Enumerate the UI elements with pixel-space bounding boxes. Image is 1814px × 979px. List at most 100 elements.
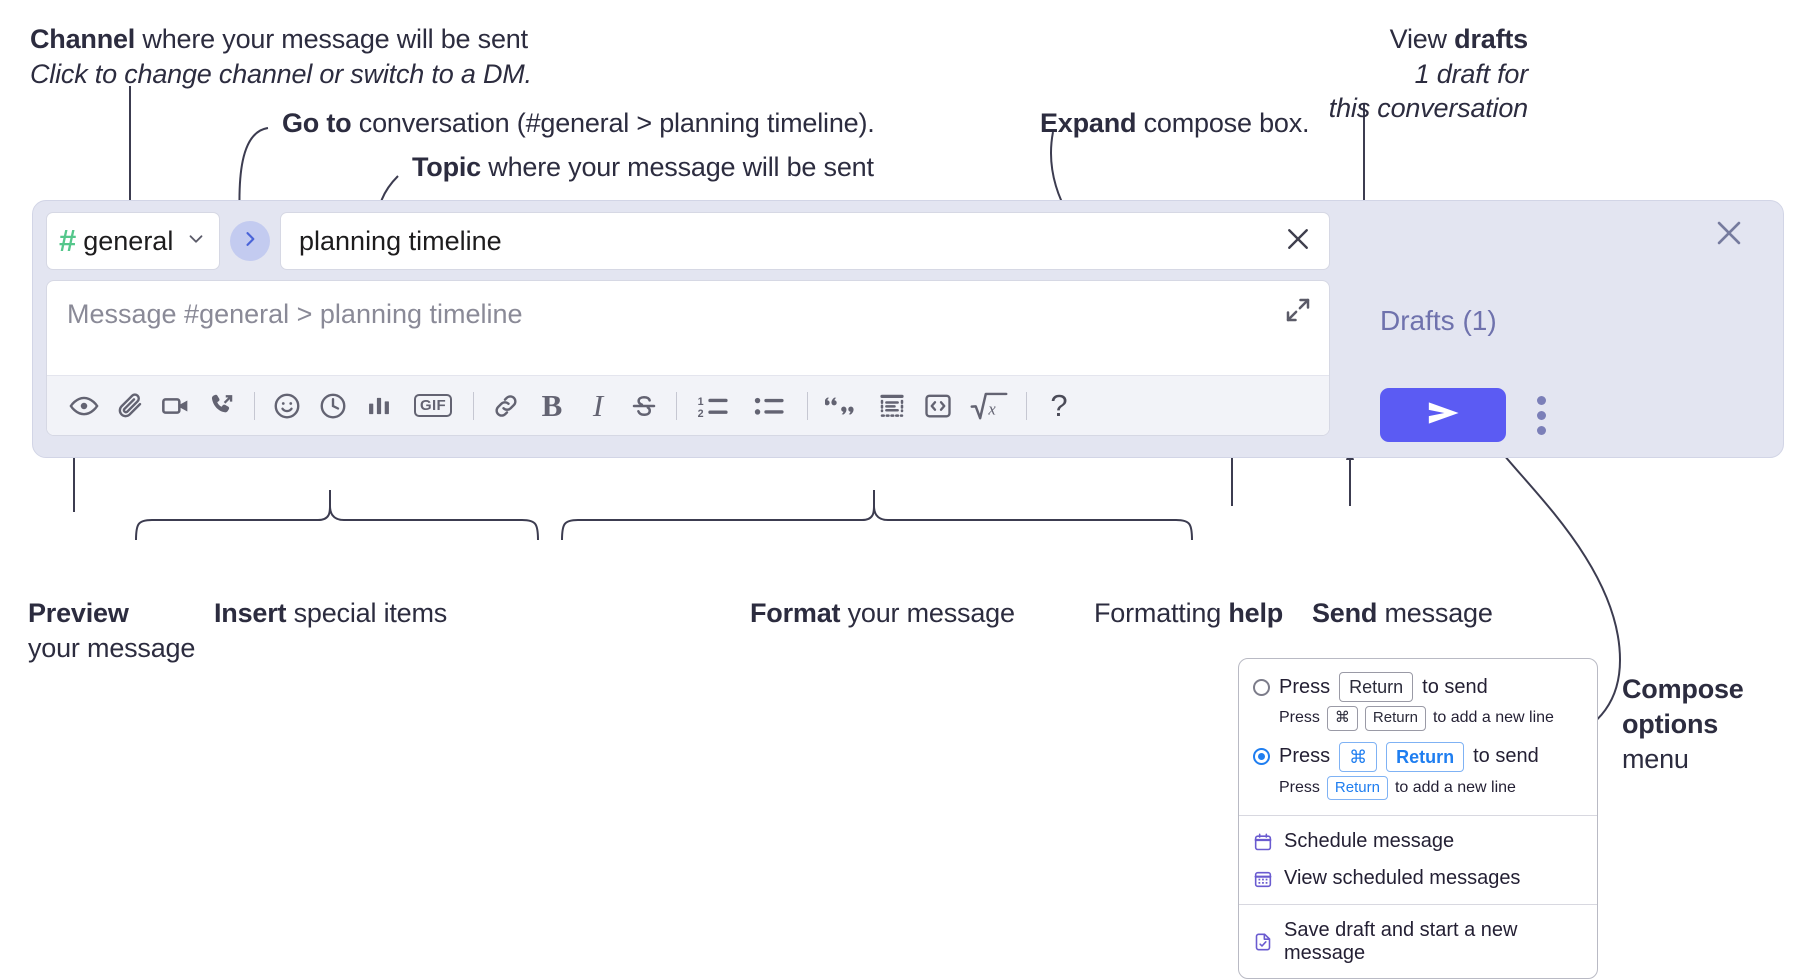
annotation-preview: Preview your message xyxy=(28,596,195,666)
italic-icon[interactable]: I xyxy=(575,383,621,429)
option2-sub-suffix: to add a new line xyxy=(1394,778,1516,796)
help-icon[interactable]: ? xyxy=(1036,383,1082,429)
drafts-link[interactable]: Drafts (1) xyxy=(1380,305,1497,336)
menu-item-save-draft[interactable]: Save draft and start a new message xyxy=(1239,912,1597,972)
option2-suffix: to send xyxy=(1473,745,1539,768)
option1-sub-suffix: to add a new line xyxy=(1432,709,1554,727)
svg-text:x: x xyxy=(987,399,996,418)
math-icon[interactable]: x xyxy=(961,383,1017,429)
expand-icon[interactable] xyxy=(1283,295,1313,330)
annotation-insert-bold: Insert xyxy=(214,598,287,628)
hash-icon: # xyxy=(59,222,77,258)
option1-sub-key2: Return xyxy=(1364,706,1426,731)
code-icon[interactable] xyxy=(915,383,961,429)
annotation-format: Format your message xyxy=(750,596,1015,631)
bold-icon[interactable]: B xyxy=(529,383,575,429)
menu-item-schedule-message[interactable]: Schedule message xyxy=(1239,823,1597,860)
svg-text:1: 1 xyxy=(698,395,704,407)
code-block-icon[interactable] xyxy=(869,383,915,429)
annotation-help-bold: help xyxy=(1228,598,1284,628)
annotation-goto-bold: Go to xyxy=(282,108,352,138)
annotation-expand: Expand compose box. xyxy=(1040,106,1310,141)
gif-icon[interactable]: GIF xyxy=(402,383,464,429)
menu-option-cmd-return-to-send[interactable]: Press ⌘ Return to send xyxy=(1239,739,1597,772)
toolbar-separator xyxy=(473,391,474,420)
annotation-drafts-italic1: 1 draft for xyxy=(1414,58,1529,89)
toolbar-separator xyxy=(676,391,677,420)
channel-topic-row: # general planning timeline xyxy=(46,212,1330,270)
option2-key2: Return xyxy=(1386,741,1465,772)
goto-conversation-button[interactable] xyxy=(230,221,270,261)
kebab-dot xyxy=(1536,425,1546,435)
menu-item-view-scheduled[interactable]: View scheduled messages xyxy=(1239,860,1597,897)
annotation-compose-rest: menu xyxy=(1622,744,1689,775)
annotation-compose-bold1: Compose xyxy=(1622,674,1744,704)
message-placeholder: Message #general > planning timeline xyxy=(67,299,523,329)
radio-unselected-icon[interactable] xyxy=(1253,678,1270,696)
annotation-send-bold: Send xyxy=(1312,598,1378,628)
save-draft-icon xyxy=(1253,932,1273,952)
annotation-expand-rest: compose box. xyxy=(1136,108,1310,138)
annotation-channel-rest: where your message will be sent xyxy=(135,24,528,54)
close-icon[interactable] xyxy=(1712,216,1746,255)
clock-icon[interactable] xyxy=(310,383,356,429)
emoji-icon[interactable] xyxy=(264,383,310,429)
kebab-dot xyxy=(1536,410,1546,420)
gif-label: GIF xyxy=(414,394,452,417)
menu-divider xyxy=(1239,815,1597,817)
option1-press: Press xyxy=(1279,675,1331,698)
annotation-topic-rest: where your message will be sent xyxy=(481,152,874,182)
calendar-grid-icon xyxy=(1253,869,1273,889)
preview-icon[interactable] xyxy=(61,383,107,429)
option2-sub-key: Return xyxy=(1326,775,1388,801)
option2-sub-press: Press xyxy=(1279,778,1320,796)
option1-sub-press: Press xyxy=(1279,709,1320,727)
annotation-channel-italic: Click to change channel or switch to a D… xyxy=(30,58,532,89)
message-box: Message #general > planning timeline xyxy=(46,280,1330,436)
annotation-drafts-italic2: this conversation xyxy=(1328,93,1528,124)
kebab-dot xyxy=(1536,395,1546,405)
close-icon[interactable] xyxy=(1283,224,1313,259)
annotation-drafts: View drafts 1 draft for this conversatio… xyxy=(1200,22,1528,126)
poll-icon[interactable] xyxy=(356,383,402,429)
toolbar-separator xyxy=(1026,391,1027,420)
option1-suffix: to send xyxy=(1422,675,1488,698)
option2-press: Press xyxy=(1279,745,1331,768)
chevron-down-icon xyxy=(185,228,207,255)
menu-option-return-sub: Press ⌘ Return to add a new line xyxy=(1239,702,1597,738)
compose-options-menu: Press Return to send Press ⌘ Return to a… xyxy=(1238,658,1598,979)
huddle-icon[interactable] xyxy=(199,383,245,429)
bulleted-list-icon[interactable] xyxy=(742,383,798,429)
annotation-goto-rest: conversation (#general > planning timeli… xyxy=(351,108,875,138)
help-glyph: ? xyxy=(1050,387,1068,423)
annotation-format-bold: Format xyxy=(750,598,841,628)
message-input[interactable]: Message #general > planning timeline xyxy=(47,281,1329,375)
topic-input[interactable]: planning timeline xyxy=(280,212,1330,270)
option2-key1: ⌘ xyxy=(1339,741,1378,772)
topic-value: planning timeline xyxy=(299,225,502,256)
annotation-send: Send message xyxy=(1312,596,1493,631)
send-button[interactable] xyxy=(1380,388,1506,442)
link-icon[interactable] xyxy=(483,383,529,429)
menu-item-label: Save draft and start a new message xyxy=(1284,919,1518,965)
annotation-compose-bold2: options xyxy=(1622,709,1719,740)
annotation-goto: Go to conversation (#general > planning … xyxy=(282,106,875,141)
attachment-icon[interactable] xyxy=(107,383,153,429)
annotation-expand-bold: Expand xyxy=(1040,108,1137,138)
video-icon[interactable] xyxy=(153,383,199,429)
channel-picker[interactable]: # general xyxy=(46,212,220,270)
annotation-topic-bold: Topic xyxy=(412,152,481,182)
right-rail: Drafts (1) xyxy=(1350,212,1770,448)
svg-text:2: 2 xyxy=(698,407,704,419)
menu-item-label: View scheduled messages xyxy=(1284,867,1521,890)
blockquote-icon[interactable] xyxy=(817,383,869,429)
strikethrough-icon[interactable] xyxy=(621,383,667,429)
radio-selected-icon[interactable] xyxy=(1253,748,1270,766)
annotation-help-plain: Formatting xyxy=(1094,598,1229,628)
option1-sub-key1: ⌘ xyxy=(1326,706,1358,731)
annotation-format-rest: your message xyxy=(840,598,1015,628)
menu-option-return-to-send[interactable]: Press Return to send xyxy=(1239,669,1597,703)
compose-options-button[interactable] xyxy=(1528,394,1554,436)
